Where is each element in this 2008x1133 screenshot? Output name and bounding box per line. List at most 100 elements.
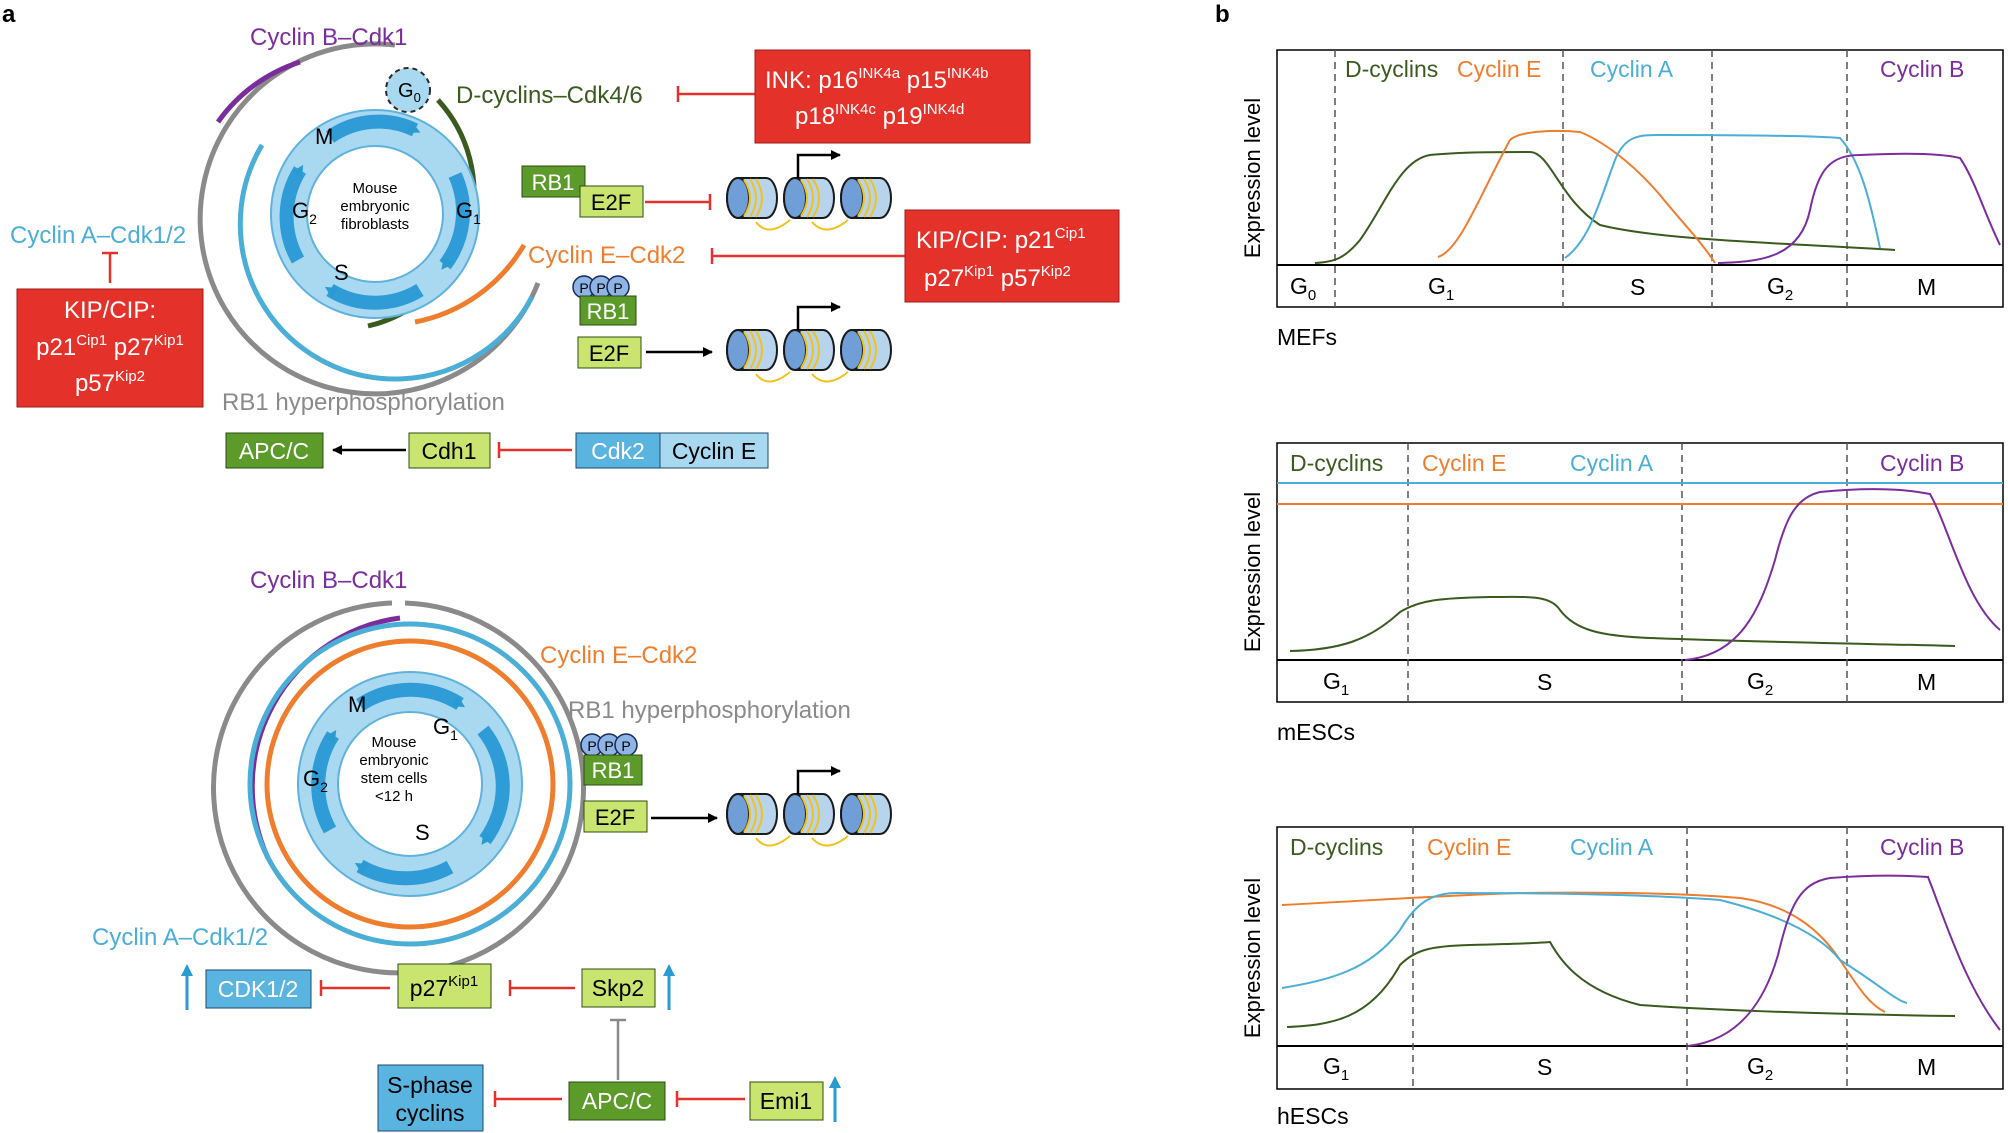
chromatin-active-top (726, 302, 892, 383)
label-cyclinB-cdk1-top: Cyclin B–Cdk1 (250, 24, 407, 51)
label-cyclinA-cdk12-top: Cyclin A–Cdk1/2 (10, 222, 186, 249)
phospho-p3-top: P (613, 280, 622, 296)
hescs-header-cyclinE: Cyclin E (1427, 834, 1511, 860)
mescs-curve-cyclinB (1684, 488, 2001, 661)
cdk12-box (205, 969, 312, 1009)
cycle-arrow-b2 (477, 725, 510, 845)
cyclinE-box (659, 432, 769, 469)
mef-cell-cycle: G0 M G1 G2 S Mouse embryonic fibroblasts (197, 41, 541, 397)
hescs-curve-cyclinB (1687, 874, 2001, 1047)
hescs-name: hESCs (1277, 1103, 1349, 1129)
mefs-header-dcyclins: D-cyclins (1345, 56, 1438, 82)
mescs-phase-s: S (1537, 669, 1552, 695)
kipcip-left-box (16, 288, 204, 408)
p27-inhibit (319, 980, 390, 996)
kipcip-left-line2: p21Cip1 p27Kip1 (36, 332, 184, 361)
label-cyclinB-cdk1-bottom: Cyclin B–Cdk1 (250, 567, 407, 594)
phospho-p2-top: P (596, 280, 605, 296)
apcc-text-bottom: APC/C (582, 1088, 652, 1114)
emi1-inhibit (675, 1091, 745, 1107)
sphase-line2: cyclins (395, 1100, 464, 1126)
apcc-box-top (225, 432, 324, 469)
sphase-inhibit (493, 1091, 562, 1107)
kipcip-right-line1: KIP/CIP: p21Cip1 (916, 225, 1086, 254)
rb1-box-top (521, 165, 586, 198)
emi1-box (749, 1081, 824, 1121)
cdk12-text: CDK1/2 (218, 976, 299, 1002)
sphase-box (377, 1064, 484, 1132)
g0-label: G0 (398, 80, 421, 105)
p27-box (397, 963, 492, 1009)
mefs-header-cyclinB: Cyclin B (1880, 56, 1964, 82)
cycle-arrow-b4 (311, 729, 339, 834)
ink-line1: INK: p16INK4a p15INK4b (765, 65, 989, 94)
circle-text-mef-2: embryonic (340, 198, 410, 215)
mescs-name: mESCs (1277, 719, 1355, 745)
e2f-box-top (579, 185, 644, 218)
phospho-p1-bottom: P (587, 738, 596, 754)
purple-arc-cyclinB (215, 59, 301, 124)
e2f-text-bottom: E2F (595, 805, 635, 830)
kipcip-right-box (904, 209, 1120, 303)
label-rb1-hyper-top: RB1 hyperphosphorylation (222, 389, 505, 416)
label-cyclinA-cdk12-bottom: Cyclin A–Cdk1/2 (92, 924, 268, 951)
hescs-header-cyclinB: Cyclin B (1880, 834, 1964, 860)
mefs-header-cyclinE: Cyclin E (1457, 56, 1541, 82)
blue-arc-cyclinA (237, 143, 535, 382)
rb1-text-top: RB1 (532, 170, 575, 195)
e2f-text-top: E2F (591, 190, 631, 215)
circle-text-mesc-3: stem cells (361, 770, 428, 787)
skp2-text: Skp2 (592, 975, 644, 1001)
mefs-curve-cyclinA (1564, 134, 1881, 259)
rb1-text-bottom: RB1 (592, 758, 635, 783)
mefs-ylabel: Expression level (1240, 98, 1265, 258)
phase-s-bottom: S (415, 820, 430, 845)
rb1-phospho-text-top: RB1 (587, 299, 630, 324)
panel-b-label: b (1215, 1, 1230, 28)
ink-inhibit (676, 86, 755, 102)
emi1-text: Emi1 (760, 1088, 812, 1114)
skp2-box (581, 968, 656, 1008)
hescs-curve-cyclinE (1281, 891, 1886, 1013)
chromatin-bottom (726, 766, 892, 847)
phase-s-top: S (334, 260, 349, 285)
label-cyclinE-cdk2-bottom: Cyclin E–Cdk2 (540, 642, 697, 669)
e2f-free-box-top (577, 336, 642, 369)
e2f-free-text-top: E2F (589, 341, 629, 366)
hescs-header-cyclinA: Cyclin A (1570, 834, 1654, 860)
hescs-curve-cyclinA (1281, 891, 1908, 1004)
mescs-header-cyclinA: Cyclin A (1570, 450, 1654, 476)
mefs-curve-cyclinB (1717, 152, 2001, 264)
ink-line2: p18INK4c p19INK4d (795, 101, 964, 130)
mescs-header-cyclinB: Cyclin B (1880, 450, 1964, 476)
cycle-inner-bottom (337, 711, 483, 857)
orange-ring-bottom (264, 638, 556, 930)
circle-text-mesc-4: <12 h (375, 788, 413, 805)
hescs-header-dcyclins: D-cyclins (1290, 834, 1383, 860)
e2f-inhibit (645, 194, 712, 210)
circle-text-mesc-2: embryonic (359, 752, 429, 769)
mefs-curve-cyclinE (1437, 129, 1716, 264)
cycle-arrow-4 (279, 164, 307, 264)
mefs-curve-dcyclins (1314, 150, 1896, 264)
sphase-line1: S-phase (387, 1072, 473, 1098)
blue-ring-bottom (247, 621, 573, 947)
e2f-box-bottom (583, 800, 648, 833)
phase-m-top: M (315, 124, 333, 149)
chromatin-top (726, 150, 892, 231)
phospho-p3-bottom: P (621, 738, 630, 754)
cdk2-text: Cdk2 (591, 438, 645, 464)
mescs-ylabel: Expression level (1240, 492, 1265, 652)
circle-text-mef-3: fibroblasts (341, 216, 409, 233)
phase-g1-top: G1 (456, 198, 481, 227)
phase-g2-top: G2 (292, 198, 317, 227)
chart-mefs: D-cyclins Cyclin E Cyclin A Cyclin B G0 … (1240, 49, 2004, 350)
chart-mescs: D-cyclins Cyclin E Cyclin A Cyclin B G1 … (1240, 442, 2004, 745)
mescs-header-cyclinE: Cyclin E (1422, 450, 1506, 476)
phospho-p1-top: P (579, 280, 588, 296)
cdk2-box (575, 432, 661, 469)
cdh1-box (408, 432, 491, 469)
phospho-p2-bottom: P (604, 738, 613, 754)
cycle-arrow-b1 (356, 682, 466, 711)
mefs-phase-g0: G0 (1290, 273, 1316, 304)
